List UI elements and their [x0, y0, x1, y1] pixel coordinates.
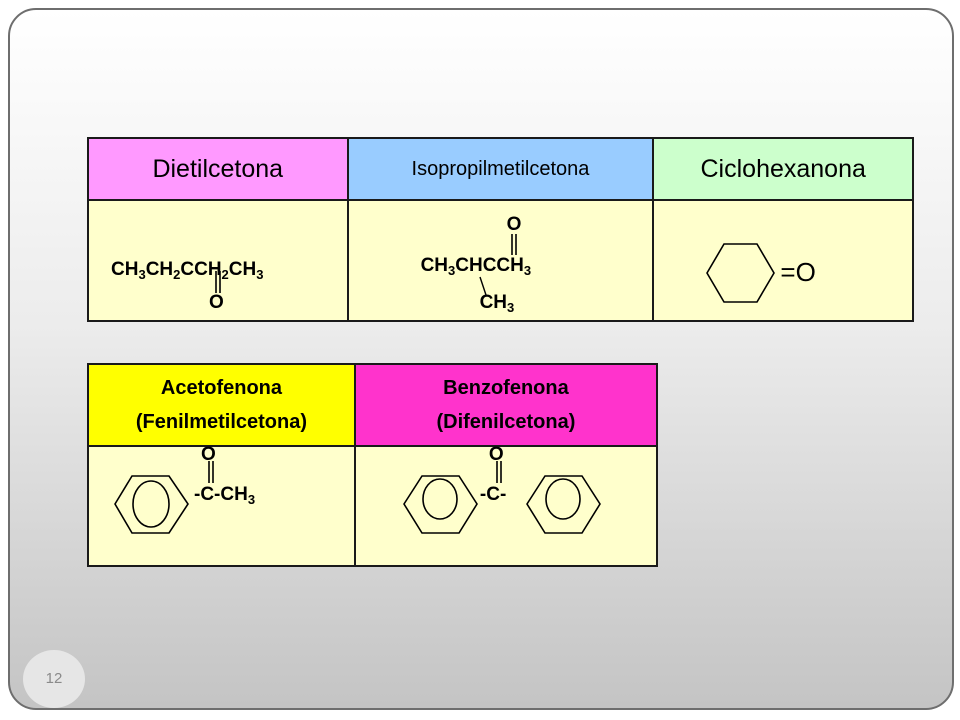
- header-dietilcetona: Dietilcetona: [87, 137, 349, 201]
- page-number: 12: [23, 650, 85, 708]
- header-ciclohexanona: Ciclohexanona: [652, 137, 914, 201]
- dietilcetona-oxygen: O: [209, 292, 224, 313]
- acetofenona-name: Acetofenona: [160, 377, 282, 399]
- benzofenona-name: Benzofenona: [443, 377, 569, 399]
- header-benzofenona: Benzofenona (Difenilcetona): [353, 363, 659, 447]
- benzene-rings-icon: [402, 461, 601, 534]
- isoprop-oxygen: O: [506, 214, 522, 235]
- header-acetofenona: Acetofenona (Fenilmetilcetona): [87, 363, 356, 447]
- ketones-table: Dietilcetona Isopropilmetilcetona Cicloh…: [87, 137, 914, 322]
- isoprop-branch: CH3: [479, 292, 515, 315]
- acetofenona-oxygen: O: [201, 444, 216, 465]
- dietilcetona-formula: CH3CH2CCH2CH3: [111, 259, 264, 282]
- cell-acetofenona-structure: O -C-CH3: [87, 444, 356, 567]
- cell-isopropilmetilcetona-structure: O CH3CHCCH3 CH3: [346, 199, 655, 322]
- benzofenona-formula: -C-: [479, 484, 507, 505]
- cell-dietilcetona-structure: CH3CH2CCH2CH3 O: [87, 199, 349, 322]
- benzofenona-alt-name: (Difenilcetona): [436, 411, 576, 433]
- slide: Dietilcetona Isopropilmetilcetona Cicloh…: [8, 8, 954, 710]
- cell-ciclohexanona-structure: =O: [652, 199, 914, 322]
- aromatic-ketones-table: Acetofenona (Fenilmetilcetona) Benzofeno…: [87, 363, 659, 567]
- ciclohexanona-oxygen: =O: [780, 257, 816, 287]
- isoprop-formula: CH3CHCCH3: [420, 255, 532, 278]
- benzofenona-oxygen: O: [488, 444, 504, 465]
- acetofenona-alt-name: (Fenilmetilcetona): [135, 411, 308, 433]
- cell-benzofenona-structure: O -C-: [353, 444, 659, 567]
- acetofenona-formula: -C-CH3: [194, 484, 256, 507]
- header-isopropilmetilcetona: Isopropilmetilcetona: [346, 137, 655, 201]
